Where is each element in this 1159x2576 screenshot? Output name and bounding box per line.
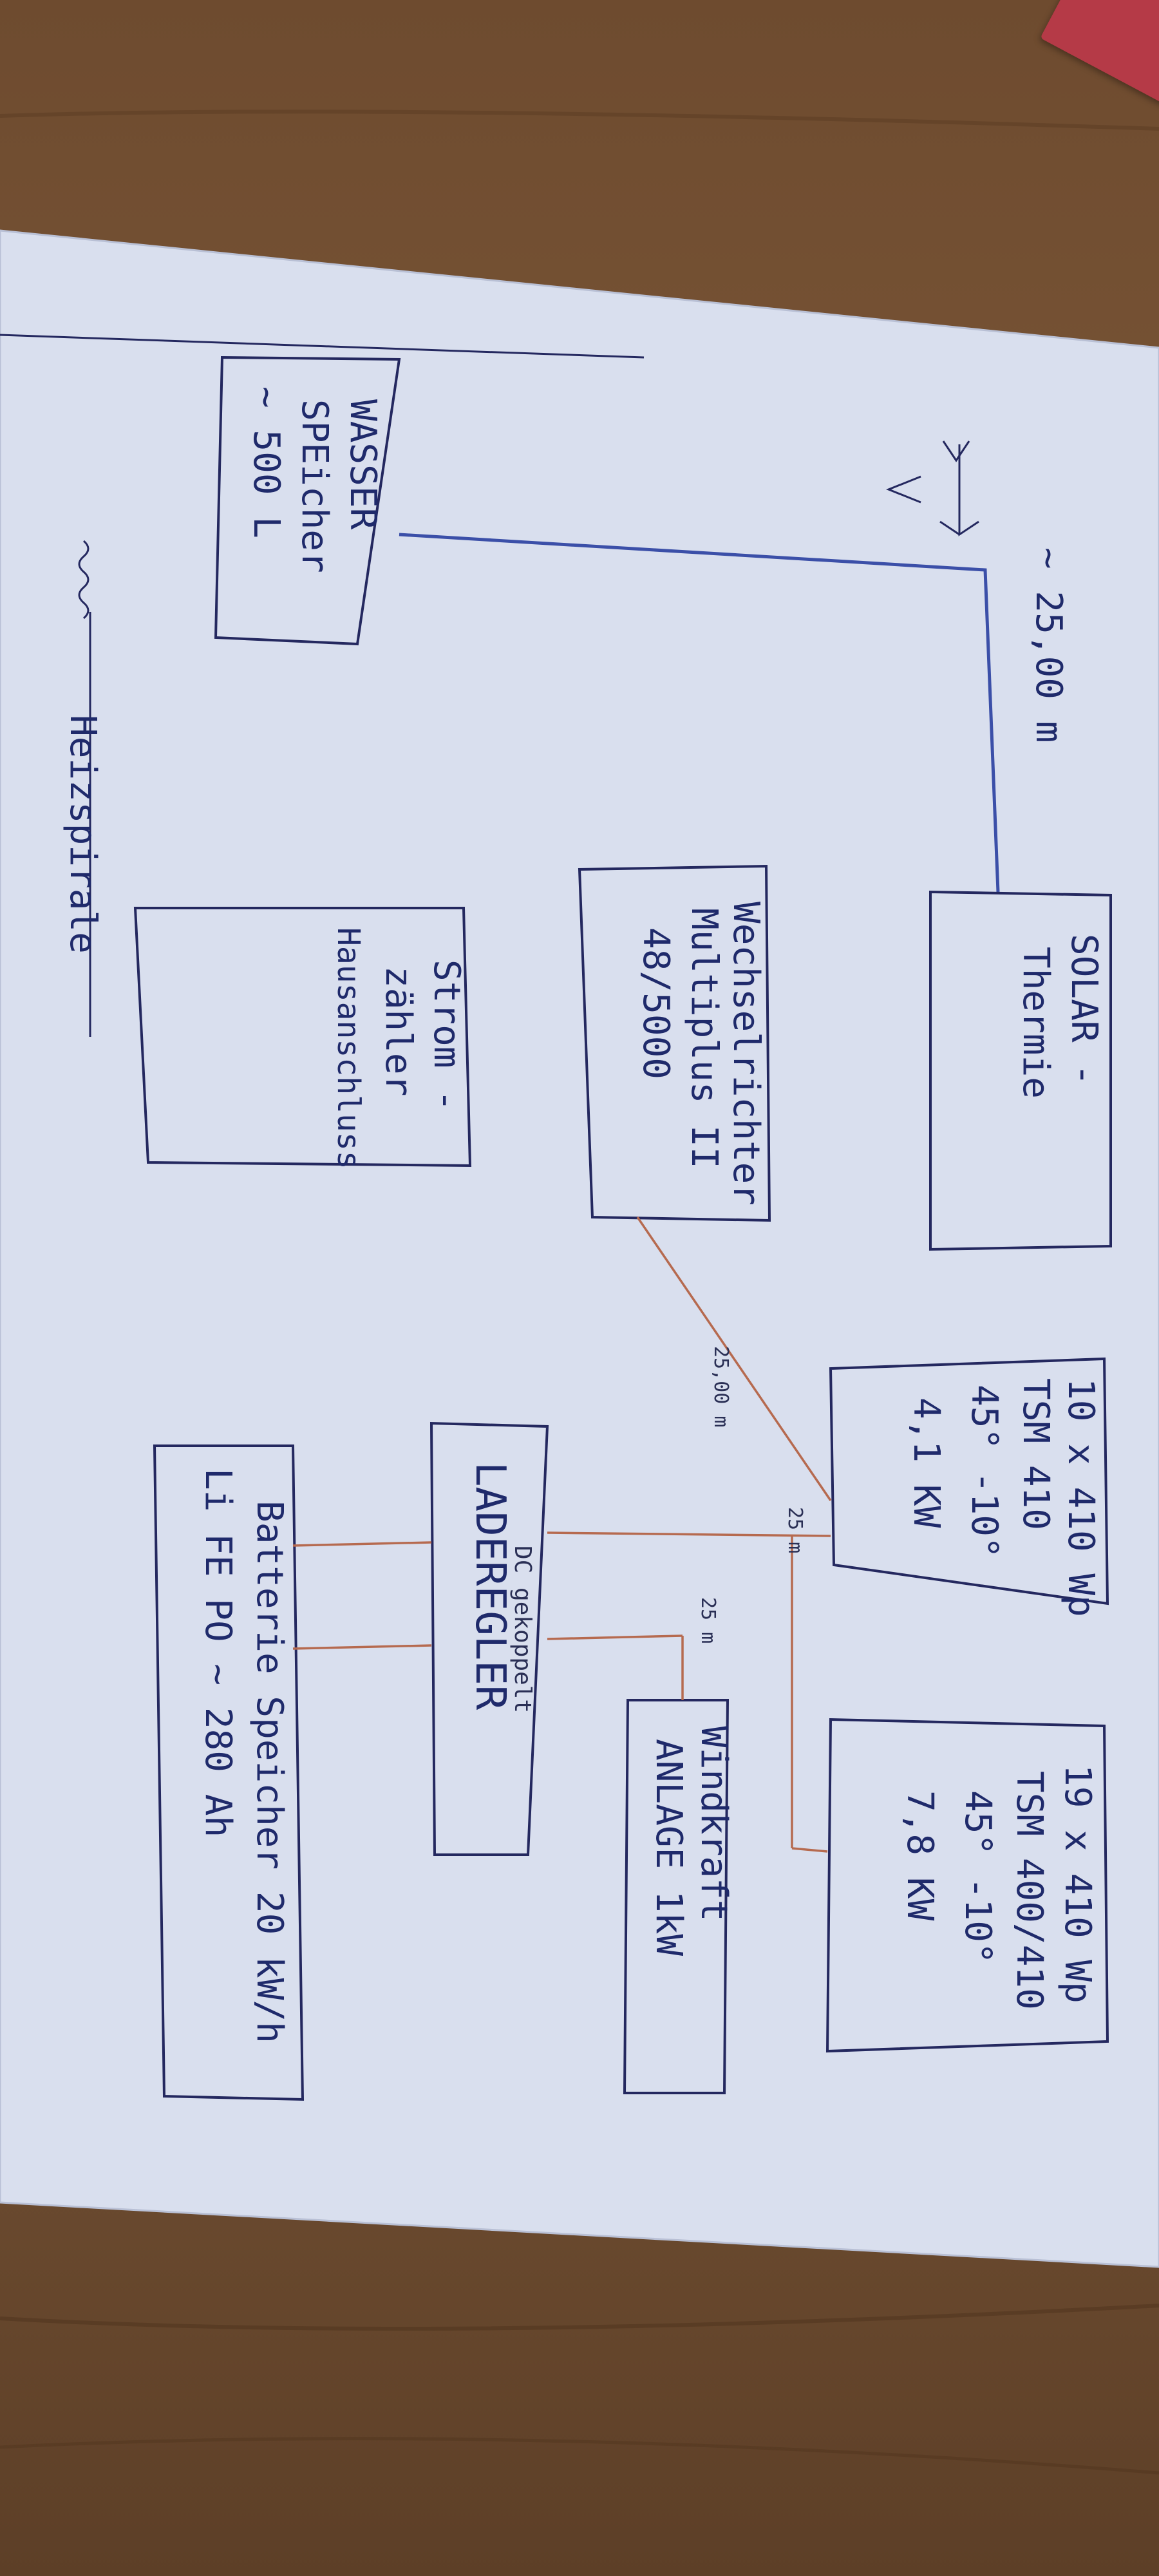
meter-label-2: zähler [377, 966, 419, 1096]
meter-box: Strom - zähler Hausanschluss [133, 907, 472, 1170]
pv-array-2-box: 19 x 410 Wp TSM 400/410 45° -10° 7,8 KW [825, 1718, 1109, 2053]
inverter-label-2: Multiplus II [683, 908, 725, 1169]
pv-array-1-label-2: TSM 410 [1015, 1378, 1057, 1530]
battery-box: Batterie Speicher 20 kW/h Li FE PO ~ 280… [153, 1444, 305, 2101]
solar-thermal-label-1: SOLAR - [1063, 934, 1105, 1086]
inverter-label-3: 48/5000 [635, 927, 677, 1079]
wind-turbine-label-1: Windkraft [693, 1726, 735, 1921]
inverter-box: Wechselrichter Multiplus II 48/5000 [578, 864, 771, 1222]
pipe-blue [399, 533, 1000, 893]
water-tank-label-2: SPEicher [294, 399, 335, 573]
wind-turbine-box: Windkraft ANLAGE 1kW [623, 1699, 735, 2094]
pv-array-1-label-1: 10 x 410 Wp [1060, 1378, 1102, 1617]
pv-array-2-label-1: 19 x 410 Wp [1057, 1765, 1098, 2003]
water-tank-label-3: ~ 500 L [245, 386, 287, 538]
charge-controller-label-2: LADEREGLER [466, 1462, 514, 1710]
paper-edge-line [0, 334, 645, 359]
water-tank-label-1: WASSER [342, 399, 384, 530]
charge-controller-box: DC gekoppelt LADEREGLER [429, 1421, 549, 1856]
heating-coil: Heizspirale [62, 540, 104, 1037]
pipe-length-label: ~ 25,00 m [1028, 547, 1069, 743]
solar-thermal-label-2: Thermie [1015, 947, 1057, 1099]
heating-coil-label: Heizspirale [62, 715, 104, 954]
battery-label-1: Batterie Speicher 20 kW/h [249, 1501, 290, 2043]
cable-label-inverter-pv: 25,00 m [710, 1346, 732, 1427]
pv-array-2-label-4: 7,8 KW [899, 1790, 941, 1921]
cable-label-pv-controller: 25 m [784, 1507, 806, 1553]
battery-label-2: Li FE PO ~ 280 Ah [197, 1468, 239, 1837]
water-tank-box: WASSER SPEicher ~ 500 L [214, 355, 401, 646]
meter-label-3: Hausanschluss [330, 927, 366, 1170]
pv-array-2-label-2: TSM 400/410 [1008, 1771, 1050, 2010]
pv-array-1-label-3: 45° -10° [963, 1385, 1005, 1558]
dc-cables [292, 1217, 832, 1853]
wind-turbine-label-2: ANLAGE 1kW [648, 1739, 690, 1956]
cable-label-wind-controller: 25 m [697, 1597, 719, 1643]
pv-array-1-label-4: 4,1 KW [905, 1397, 947, 1528]
solar-thermal-box: SOLAR - Thermie [929, 890, 1112, 1251]
charge-controller-label-1: DC gekoppelt [509, 1546, 536, 1713]
inverter-label-1: Wechselrichter [725, 902, 767, 1206]
flow-arrow-icon [885, 440, 979, 536]
pv-array-1-box: 10 x 410 Wp TSM 410 45° -10° 4,1 KW [829, 1357, 1109, 1617]
pv-array-2-label-3: 45° -10° [957, 1790, 999, 1964]
meter-label-1: Strom - [426, 960, 467, 1112]
